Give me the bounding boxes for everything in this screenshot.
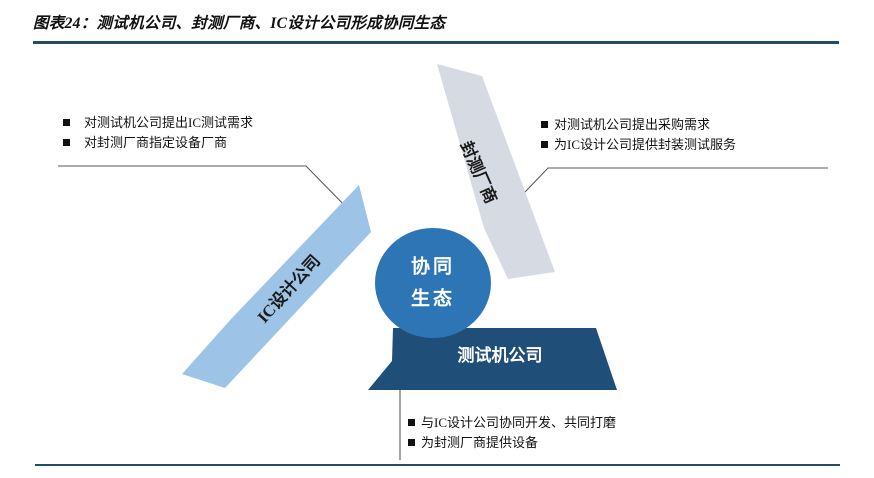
callout-text: 对封测厂商指定设备厂商	[84, 135, 228, 150]
callout-packaging-testing-item-1: 为IC设计公司提供封装测试服务	[541, 135, 736, 155]
callout-text: 对测试机公司提出采购需求	[554, 117, 711, 132]
callout-ic-design: 对测试机公司提出IC测试需求 对封测厂商指定设备厂商	[63, 113, 253, 153]
callout-ic-design-item-1: 对封测厂商指定设备厂商	[63, 133, 253, 153]
callout-packaging-testing-item-0: 对测试机公司提出采购需求	[541, 115, 736, 135]
figure-rule-bottom	[35, 464, 840, 467]
node-tester-company-label: 测试机公司	[458, 345, 543, 365]
callout-text: 对测试机公司提出IC测试需求	[84, 115, 254, 130]
node-packaging-testing-shape	[437, 64, 555, 279]
bullet-square-icon	[541, 141, 548, 148]
bullet-square-icon	[408, 439, 415, 446]
node-tester-company[interactable]: 测试机公司	[368, 328, 617, 390]
center-node-circle	[375, 228, 491, 338]
center-node-label-line2: 生态	[411, 286, 455, 309]
leader-line-packaging-testing	[503, 167, 828, 215]
callout-text: 为封测厂商提供设备	[421, 435, 539, 450]
bullet-square-icon	[63, 139, 70, 146]
leader-line-ic-design	[58, 165, 353, 214]
node-ic-design[interactable]: IC设计公司	[182, 185, 371, 388]
callout-ic-design-item-0: 对测试机公司提出IC测试需求	[63, 113, 253, 133]
center-node-label-line1: 协同	[411, 254, 455, 277]
figure-title: 图表24：测试机公司、封测厂商、IC设计公司形成协同生态	[33, 15, 446, 32]
center-node[interactable]: 协同 生态	[375, 228, 491, 338]
callout-text: 与IC设计公司协同开发、共同打磨	[421, 415, 617, 430]
bullet-square-icon	[541, 121, 548, 128]
callout-text: 为IC设计公司提供封装测试服务	[554, 137, 737, 152]
callout-tester-company-item-1: 为封测厂商提供设备	[408, 433, 616, 453]
node-tester-company-shape	[368, 328, 617, 390]
bullet-square-icon	[408, 419, 415, 426]
callout-tester-company: 与IC设计公司协同开发、共同打磨 为封测厂商提供设备	[408, 413, 616, 453]
node-ic-design-shape	[182, 185, 371, 388]
bullet-square-icon	[63, 119, 70, 126]
callout-tester-company-item-0: 与IC设计公司协同开发、共同打磨	[408, 413, 616, 433]
callout-packaging-testing: 对测试机公司提出采购需求 为IC设计公司提供封装测试服务	[541, 115, 736, 155]
title-rule-top	[33, 41, 839, 44]
